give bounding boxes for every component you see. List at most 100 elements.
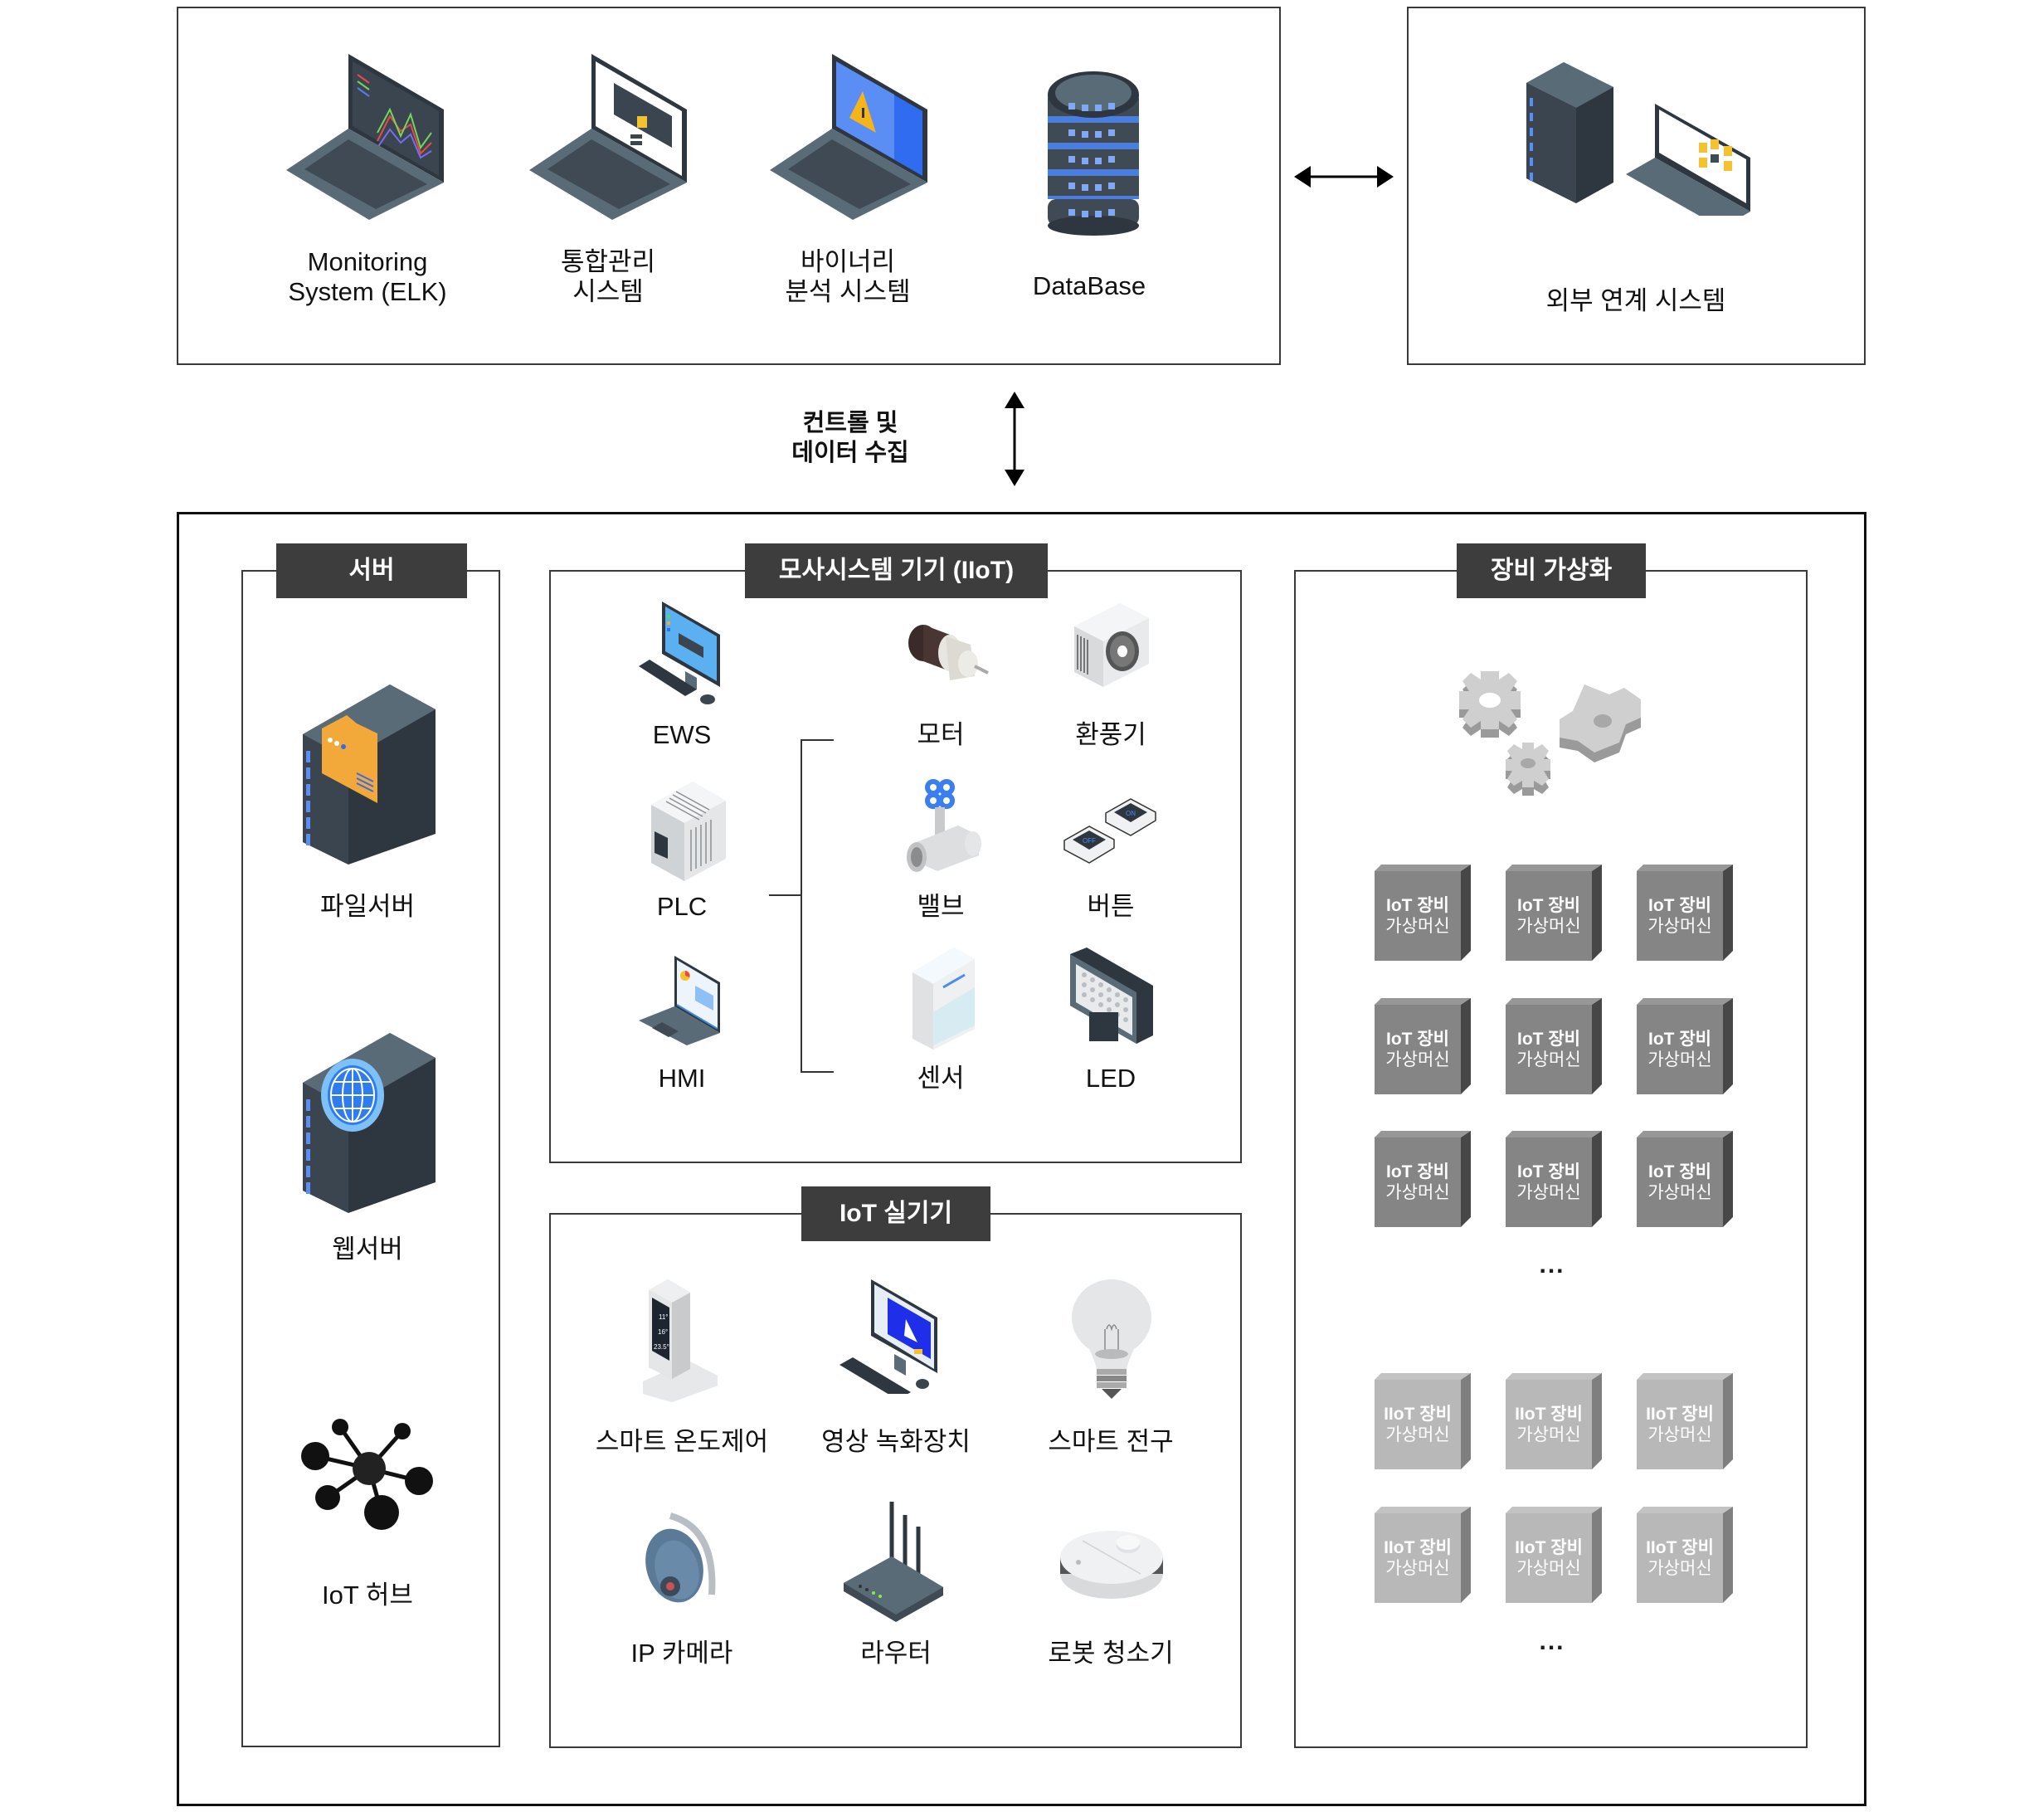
database-icon (1048, 71, 1139, 236)
iiot-device-label: 밸브 (917, 892, 965, 921)
vm-label-line1: IoT 장비 (1517, 896, 1580, 915)
cube-shape-icon (1637, 1507, 1733, 1603)
connector-line (801, 739, 802, 1072)
connector-line (801, 1071, 834, 1073)
cube-shape-icon (1637, 998, 1733, 1094)
virtualization-panel-title: 장비 가상화 (1457, 543, 1646, 598)
vm-label-line2: 가상머신 (1647, 917, 1712, 936)
gears-icon (1459, 671, 1641, 796)
vm-label-line2: 가상머신 (1516, 917, 1581, 936)
iot-hub-icon (301, 1419, 433, 1530)
cube-shape-icon (1506, 1373, 1602, 1469)
sensor-icon (912, 947, 975, 1050)
iiot-device-label: 환풍기 (1075, 720, 1146, 749)
cube-shape-icon (1375, 998, 1471, 1094)
connector-line (769, 894, 801, 896)
vm-label-line2: 가상머신 (1385, 1050, 1450, 1069)
cube-shape-icon (1637, 1373, 1733, 1469)
laptop-lock-icon (529, 54, 687, 220)
iot-vm-ellipsis: ... (1539, 1251, 1565, 1279)
iiot-controller-label: HMI (658, 1064, 706, 1093)
vm-label-line1: IIoT 장비 (1384, 1405, 1452, 1424)
vertical-bidirectional-arrow-icon (1005, 392, 1024, 486)
top-system-label: DataBase (1032, 271, 1146, 300)
external-system-box (1407, 7, 1866, 365)
video-recorder-icon (840, 1279, 937, 1394)
ip-camera-icon (645, 1512, 716, 1603)
ventilator-icon (1074, 603, 1149, 687)
button-icon: ON OFF (1063, 798, 1156, 864)
smart-bulb-icon (1072, 1279, 1151, 1399)
cube-shape-icon (1375, 865, 1471, 961)
vm-label-line1: IIoT 장비 (1515, 1405, 1583, 1424)
robot-vacuum-icon (1060, 1531, 1163, 1599)
iiot-device-label: 모터 (917, 720, 965, 749)
vm-label-line1: IoT 장비 (1386, 1030, 1449, 1049)
cube-shape-icon (1506, 1507, 1602, 1603)
iot-device-label: 스마트 온도제어 (595, 1427, 769, 1456)
thermostat-reading: 23.5° (654, 1343, 669, 1351)
vm-label-line1: IIoT 장비 (1646, 1405, 1714, 1424)
server-laptop-icon (1526, 62, 1750, 216)
vm-label-line2: 가상머신 (1516, 1425, 1581, 1444)
vm-label-line2: 가상머신 (1647, 1425, 1712, 1444)
iot-device-label: 로봇 청소기 (1048, 1639, 1174, 1668)
cube-shape-icon (1637, 865, 1733, 961)
iiot-controller-label: PLC (656, 892, 708, 921)
iiot-vm-ellipsis: ... (1539, 1628, 1565, 1655)
motor-icon (908, 625, 989, 680)
file-server-icon (303, 684, 436, 865)
vm-label-line1: IIoT 장비 (1646, 1538, 1714, 1557)
hmi-laptop-icon (639, 956, 720, 1045)
iiot-device-label: LED (1085, 1064, 1136, 1093)
iot-device-label: 스마트 전구 (1048, 1427, 1174, 1456)
cube-shape-icon (1506, 998, 1602, 1094)
button-off-text: OFF (1083, 837, 1096, 845)
iot-device-label: 라우터 (860, 1639, 932, 1668)
vm-label-line1: IoT 장비 (1517, 1030, 1580, 1049)
cube-shape-icon (1375, 1373, 1471, 1469)
vm-label-line2: 가상머신 (1385, 1559, 1450, 1578)
cube-shape-icon (1375, 1131, 1471, 1227)
server-item-label: 파일서버 (319, 892, 416, 921)
top-system-label: 통합관리 시스템 (560, 247, 656, 306)
button-on-text: ON (1126, 810, 1136, 817)
laptop-warning-icon (770, 54, 927, 220)
web-server-icon (303, 1033, 436, 1213)
laptop-monitoring-icon (286, 54, 444, 220)
workstation-icon (639, 602, 720, 704)
server-item-label: IoT 허브 (322, 1581, 413, 1610)
vm-label-line2: 가상머신 (1516, 1559, 1581, 1578)
plc-icon (651, 782, 726, 881)
vm-label-line2: 가상머신 (1516, 1183, 1581, 1202)
led-panel-icon (1070, 947, 1153, 1044)
iot-device-label: 영상 녹화장치 (821, 1427, 971, 1456)
vm-label-line2: 가상머신 (1516, 1050, 1581, 1069)
router-icon (844, 1502, 943, 1622)
cube-shape-icon (1375, 1507, 1471, 1603)
iot-panel-title: IoT 실기기 (801, 1186, 990, 1241)
iot-device-label: IP 카메라 (630, 1639, 733, 1668)
vm-label-line2: 가상머신 (1385, 1183, 1450, 1202)
